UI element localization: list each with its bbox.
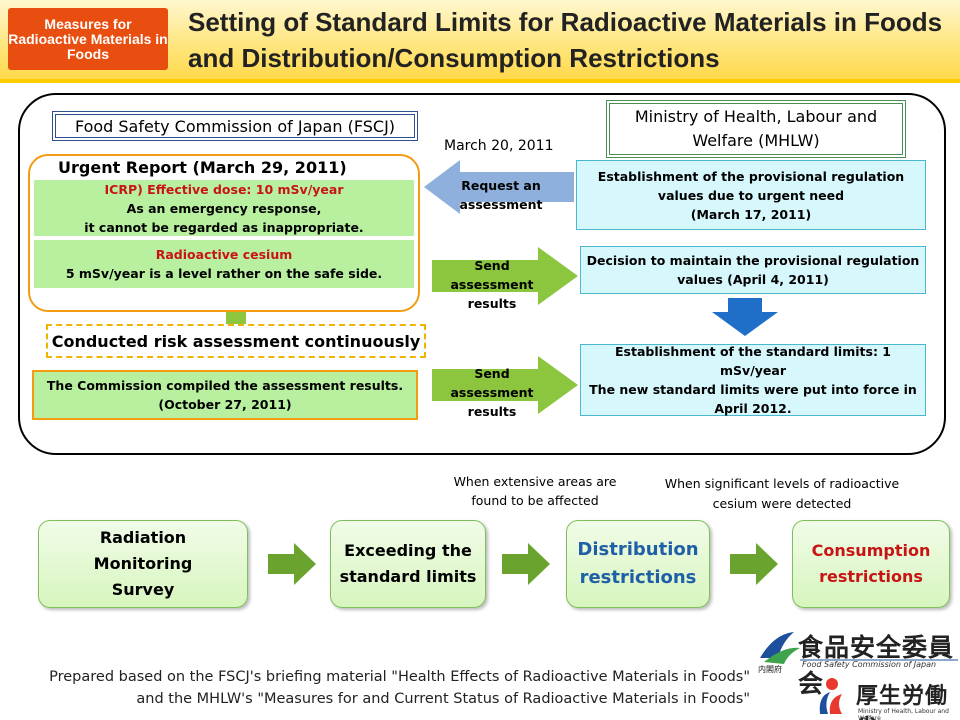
fsc-english-name: Food Safety Commission of Japan	[802, 660, 937, 669]
standard-limits-line: Establishment of the standard limits: 1 …	[615, 344, 891, 378]
right-arrow-icon	[730, 543, 778, 585]
icrp-dose-line: As an emergency response,	[126, 200, 322, 216]
compiled-results-box: The Commission compiled the assessment r…	[32, 370, 418, 420]
flow-step-distribution: Distribution restrictions	[566, 520, 710, 608]
mhlw-japanese-name: 厚生労働省	[856, 684, 949, 720]
urgent-report-title: Urgent Report (March 29, 2011)	[58, 158, 347, 177]
provisional-date: (March 17, 2011)	[690, 206, 812, 222]
fsc-japanese-name: 食品安全委員会	[798, 633, 955, 698]
provisional-line: Establishment of the provisional regulat…	[597, 168, 905, 184]
provisional-values-box: Establishment of the provisional regulat…	[576, 160, 926, 230]
header-underline	[0, 79, 960, 83]
standard-limits-box: Establishment of the standard limits: 1 …	[580, 344, 926, 416]
flow-step-exceeding: Exceeding the standard limits	[330, 520, 486, 608]
radioactive-cesium-band: Radioactive cesium 5 mSv/year is a level…	[34, 240, 414, 288]
right-arrow-icon	[268, 543, 316, 585]
maintain-line: values (April 4, 2011)	[677, 272, 829, 287]
flow-step-consumption: Consumption restrictions	[792, 520, 950, 608]
mhlw-logo-icon	[819, 678, 842, 714]
maintain-values-box: Decision to maintain the provisional reg…	[580, 246, 926, 294]
right-arrow-icon	[432, 247, 578, 305]
consumption-condition-note: When significant levels of radioactive c…	[664, 476, 900, 511]
icrp-effective-dose-band: ICRP) Effective dose: 10 mSv/year As an …	[34, 180, 414, 236]
left-arrow-icon	[424, 160, 574, 214]
section-tag: Measures for Radioactive Materials in Fo…	[8, 8, 168, 70]
compiled-results-line: The Commission compiled the assessment r…	[46, 378, 404, 393]
send-results-label: Send assessment results	[450, 366, 534, 419]
conducted-assessment-text: Conducted risk assessment continuously	[51, 331, 421, 351]
right-arrow-icon	[432, 356, 578, 414]
flow-step-label: Exceeding the standard limits	[339, 541, 477, 586]
flow-step-label: Consumption restrictions	[811, 541, 931, 586]
flow-step-label: Distribution restrictions	[577, 539, 699, 588]
distribution-condition-note: When extensive areas are found to be aff…	[453, 474, 617, 508]
compiled-results-date: (October 27, 2011)	[158, 397, 292, 412]
page-title: Setting of Standard Limits for Radioacti…	[188, 7, 943, 73]
standard-limits-line: The new standard limits were put into fo…	[589, 382, 917, 397]
standard-limits-line: April 2012.	[714, 401, 792, 416]
icrp-dose-heading: ICRP) Effective dose: 10 mSv/year	[104, 181, 344, 197]
right-arrow-icon	[502, 543, 550, 585]
cesium-heading: Radioactive cesium	[155, 247, 293, 262]
mhlw-english-name: Ministry of Health, Labour and Welfare	[858, 708, 949, 720]
cabinet-office-label: 内閣府	[758, 665, 782, 674]
provisional-line: values due to urgent need	[657, 187, 845, 203]
mhlw-label-box: Ministry of Health, Labour and Welfare (…	[606, 100, 906, 158]
send-results-label: Send assessment results	[450, 258, 534, 311]
conducted-assessment-box: Conducted risk assessment continuously	[46, 324, 426, 358]
fsc-logo-icon	[760, 632, 958, 664]
flow-step-monitoring: Radiation Monitoring Survey	[38, 520, 248, 608]
request-date: March 20, 2011	[444, 138, 554, 154]
fscj-label-box: Food Safety Commission of Japan (FSCJ)	[52, 111, 418, 141]
icrp-dose-line: it cannot be regarded as inappropriate.	[84, 219, 364, 235]
urgent-report-frame	[28, 154, 420, 312]
fscj-name: Food Safety Commission of Japan (FSCJ)	[74, 116, 396, 136]
cesium-line: 5 mSv/year is a level rather on the safe…	[65, 266, 383, 281]
mhlw-name: Ministry of Health, Labour and Welfare (…	[634, 107, 878, 150]
maintain-line: Decision to maintain the provisional reg…	[586, 253, 920, 268]
section-tag-text: Measures for Radioactive Materials in Fo…	[8, 15, 168, 62]
flow-step-label: Radiation Monitoring Survey	[93, 528, 193, 599]
down-arrow-icon	[712, 298, 778, 336]
source-note: Prepared based on the FSCJ's briefing ma…	[49, 669, 750, 707]
request-assessment-label: Request an assessment	[459, 178, 543, 212]
process-panel	[18, 93, 946, 455]
